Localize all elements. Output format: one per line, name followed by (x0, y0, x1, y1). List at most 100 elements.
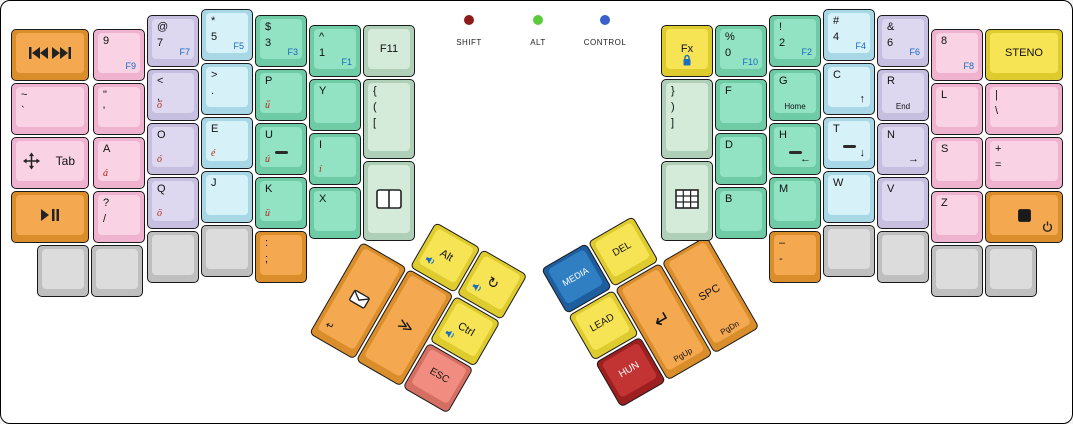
keycap-top (368, 165, 410, 233)
key-blank-r3[interactable] (931, 245, 983, 297)
key-legend-hun: ó (157, 154, 162, 165)
keycap-top: X (314, 191, 356, 231)
key-legend-fn: F2 (801, 47, 812, 57)
key-brace-paren-bracket-close[interactable]: })] (661, 79, 713, 159)
key-tilde-grave[interactable]: ~` (11, 83, 89, 135)
key-b[interactable]: B (715, 187, 767, 239)
key-j[interactable]: J (201, 171, 253, 223)
key-mail-enter[interactable]: ↵ (309, 241, 408, 360)
key-f[interactable]: F (715, 79, 767, 131)
indicator-shift: SHIFT (439, 15, 499, 47)
keycap-top (828, 229, 870, 269)
key-c[interactable]: C↑ (823, 63, 875, 115)
key-l[interactable]: L (931, 83, 983, 135)
key-blank-r1[interactable] (823, 225, 875, 277)
key-alt[interactable]: Alt (409, 222, 481, 294)
key-blank-l2[interactable] (91, 245, 143, 297)
keycap-top: ~` (16, 87, 84, 127)
key-question-slash[interactable]: ?/ (93, 191, 145, 243)
key-ctrl[interactable]: Ctrl (429, 295, 501, 367)
key-blank-l1[interactable] (37, 245, 89, 297)
key-legend-tl: $ (265, 21, 272, 33)
key-dash[interactable]: –- (769, 231, 821, 283)
key-x[interactable]: X (309, 187, 361, 239)
key-legend-tl: C (833, 69, 841, 81)
key-f11[interactable]: F11 (363, 25, 415, 77)
key-blank-l4[interactable] (201, 225, 253, 277)
key-greater-period[interactable]: >. (201, 63, 253, 115)
key-less-comma[interactable]: <,ő (147, 69, 199, 121)
key-legend-arrow: ↓ (859, 147, 866, 159)
key-pipe-backslash[interactable]: |\ (985, 83, 1063, 135)
key-y[interactable]: Y (309, 79, 361, 131)
key-w[interactable]: W (823, 171, 875, 223)
key-fx[interactable]: Fx (661, 25, 713, 77)
key-blank-l3[interactable] (147, 231, 199, 283)
key-tab[interactable]: Tab (11, 137, 89, 189)
key-s[interactable]: S (931, 137, 983, 189)
key-quote-apostrophe[interactable]: "' (93, 83, 145, 135)
key-legend-hun: ü (265, 208, 270, 219)
key-legend-ml: 2 (779, 37, 786, 49)
key-legend-tl: } (671, 85, 675, 97)
key-colon-semicolon[interactable]: :; (255, 231, 307, 283)
key-z[interactable]: Z (931, 191, 983, 243)
key-redo[interactable]: ↻ (456, 249, 528, 321)
key-h[interactable]: H← (769, 123, 821, 175)
key-window-split[interactable] (363, 161, 415, 241)
key-legend-tl: : (265, 237, 269, 249)
key-legend-ml: 7 (157, 37, 164, 49)
key-table[interactable] (661, 161, 713, 241)
key-legend-tl: S (941, 143, 949, 155)
key-d[interactable]: D (715, 133, 767, 185)
key-blank-r2[interactable] (877, 231, 929, 283)
key-legend-fn: F9 (125, 61, 136, 71)
key-legend-ml: \ (995, 105, 999, 117)
key-legend-ml: = (995, 159, 1002, 171)
key-legend-tl: & (887, 21, 895, 33)
key-prev-next-track[interactable] (11, 29, 89, 81)
key-legend-ml: ( (373, 101, 377, 113)
key-legend-tl: P (265, 75, 273, 87)
key-legend-tl: > (211, 69, 218, 81)
keycap-top: {([ (368, 83, 410, 151)
key-legend-nav: End (895, 102, 911, 111)
key-blank-r4[interactable] (985, 245, 1037, 297)
key-n[interactable]: N→ (877, 123, 929, 175)
key-m[interactable]: M (769, 177, 821, 229)
key-t[interactable]: T↓ (823, 117, 875, 169)
homing-bar (275, 151, 288, 154)
key-v[interactable]: V (877, 177, 929, 229)
keycap-top: N→ (882, 127, 924, 167)
envelope-icon (317, 248, 400, 350)
keycap-top (990, 249, 1032, 289)
key-brace-paren-bracket-open[interactable]: {([ (363, 79, 415, 159)
key-steno[interactable]: STENO (985, 29, 1063, 81)
key-stop-power[interactable] (985, 191, 1063, 243)
key-plus-equals[interactable]: += (985, 137, 1063, 189)
key-play-pause[interactable] (11, 191, 89, 243)
